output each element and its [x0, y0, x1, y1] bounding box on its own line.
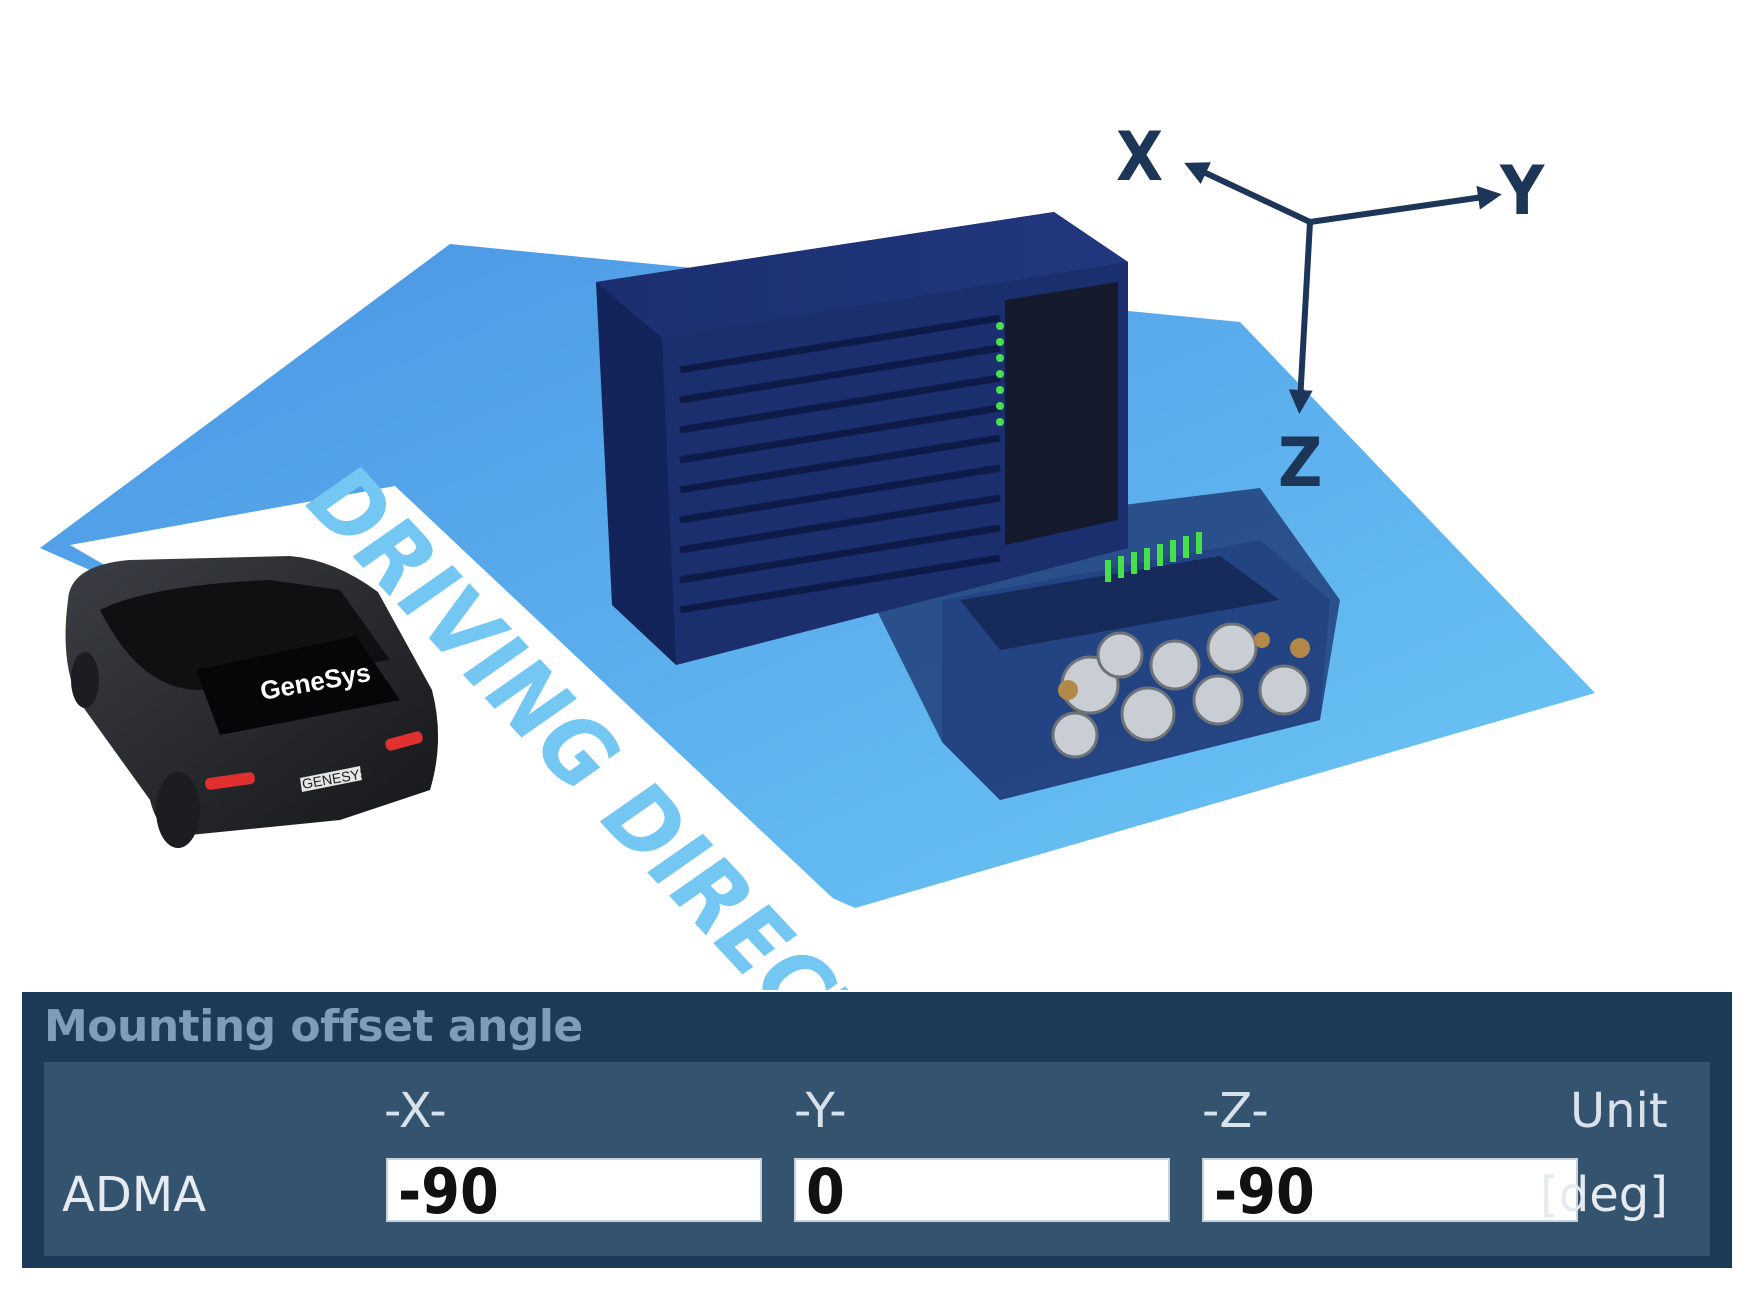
mounting-illustration: DRIVING DIRECTION X Y Z	[40, 118, 1595, 990]
adma-device	[596, 212, 1128, 665]
offset-x-field[interactable]: -90	[386, 1158, 762, 1224]
offset-y-field[interactable]: 0	[794, 1158, 1170, 1224]
vehicle: GeneSys GENESYS	[65, 556, 439, 848]
z-axis-label: Z	[1278, 424, 1322, 503]
mounting-offset-panel: Mounting offset angle -X- -Y- -Z- Unit A…	[22, 992, 1732, 1268]
unit-label: [deg]	[1540, 1167, 1668, 1223]
y-axis-label: Y	[1499, 152, 1545, 231]
column-header-x: -X-	[384, 1083, 447, 1139]
connector-icons	[1051, 622, 1310, 759]
row-label-adma: ADMA	[62, 1167, 207, 1223]
panel-title: Mounting offset angle	[44, 1001, 583, 1052]
offset-table: -X- -Y- -Z- Unit ADMA -90 0 -90 [deg]	[44, 1062, 1710, 1256]
column-header-unit: Unit	[1570, 1083, 1668, 1139]
column-header-y: -Y-	[794, 1083, 847, 1139]
offset-z-field[interactable]: -90	[1202, 1158, 1578, 1224]
x-axis-label: X	[1116, 118, 1163, 197]
column-header-z: -Z-	[1202, 1083, 1269, 1139]
coordinate-axes	[1184, 162, 1502, 414]
